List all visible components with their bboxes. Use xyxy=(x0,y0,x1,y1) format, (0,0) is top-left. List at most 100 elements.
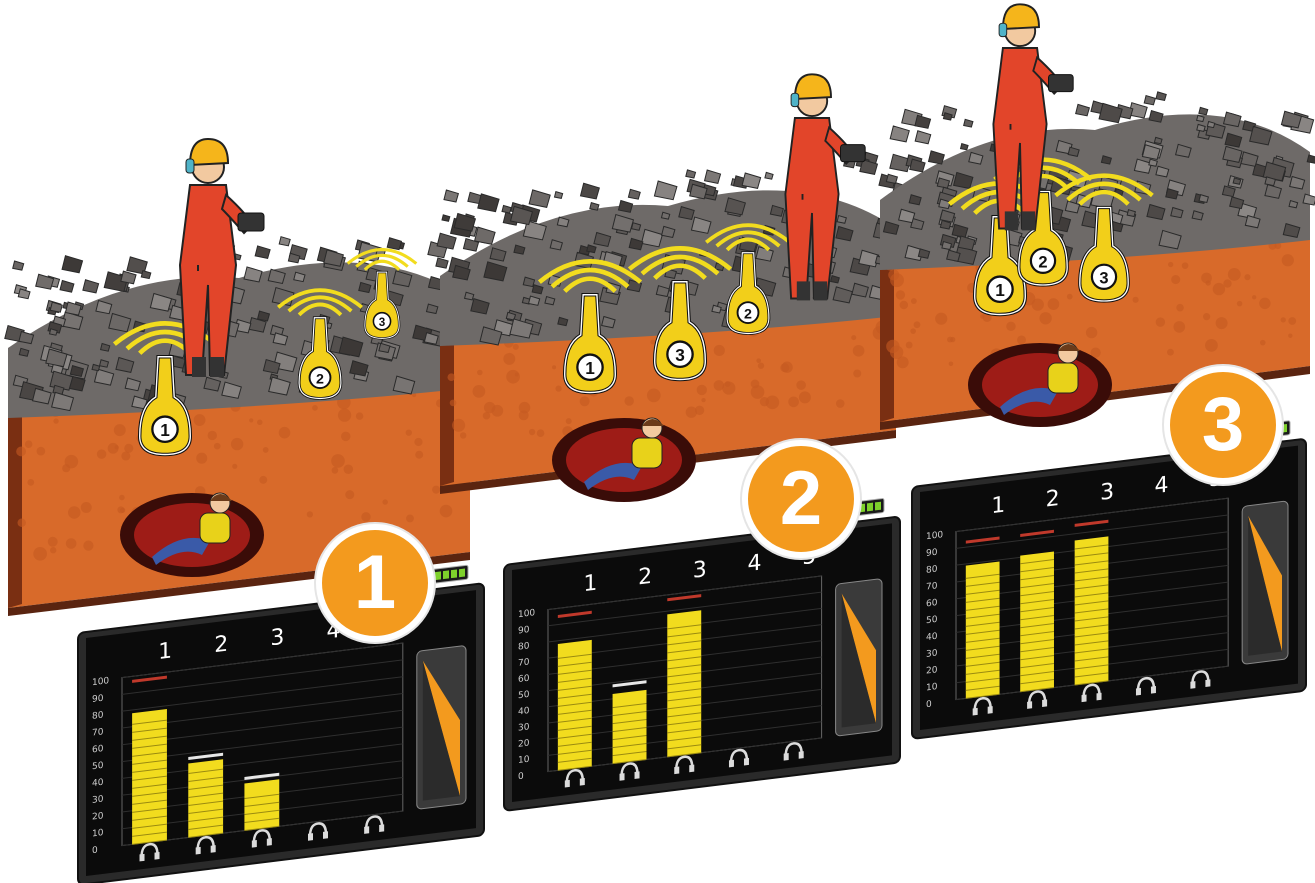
headphones-icon xyxy=(1097,693,1102,701)
scale-label: 90 xyxy=(926,548,938,559)
rescuer-boot xyxy=(814,281,827,300)
soil-grain xyxy=(935,313,947,325)
rescuer-boot xyxy=(1022,211,1035,230)
soil-grain xyxy=(537,429,545,437)
soil-grain xyxy=(432,486,440,494)
soil-grain xyxy=(1216,317,1228,329)
soil-grain xyxy=(686,407,697,418)
scale-label: 20 xyxy=(518,738,530,749)
soil-grain xyxy=(231,438,243,450)
soil-grain xyxy=(345,490,354,499)
scale-label: 30 xyxy=(92,794,104,805)
soil-grain xyxy=(1288,334,1292,338)
soil-grain xyxy=(836,399,845,408)
soil-grain xyxy=(1133,297,1139,303)
soil-grain xyxy=(697,385,707,395)
soil-grain xyxy=(124,444,133,453)
scale-label: 30 xyxy=(518,722,530,733)
soil-grain xyxy=(447,373,455,381)
soil-grain xyxy=(1205,339,1218,352)
soil-grain xyxy=(406,429,412,435)
rubble-stone xyxy=(1224,112,1241,127)
sensor-label: 2 xyxy=(1038,253,1047,271)
rubble-stone xyxy=(387,238,401,250)
sensor-label: 2 xyxy=(744,306,752,322)
scale-label: 30 xyxy=(926,648,938,659)
soil-grain xyxy=(900,301,909,310)
soil-grain xyxy=(450,400,457,407)
headphones-icon xyxy=(973,708,978,716)
scale-label: 100 xyxy=(92,676,109,688)
soil-grain xyxy=(1203,313,1210,320)
step-badge-1: 1 xyxy=(316,524,434,642)
battery-cell xyxy=(875,502,881,511)
soil-grain xyxy=(33,547,47,561)
soil-grain xyxy=(331,454,345,468)
soil-grain xyxy=(949,362,954,367)
step-badge-2: 2 xyxy=(742,440,860,558)
soil-grain xyxy=(851,335,856,340)
channel-label: 1 xyxy=(158,639,172,666)
soil-grain xyxy=(37,447,46,456)
soil-grain xyxy=(97,449,107,459)
rubble-stone xyxy=(890,126,909,142)
headphones-icon xyxy=(674,766,679,774)
void-glow xyxy=(982,353,1098,417)
soil-grain xyxy=(1228,268,1241,281)
battery-cell xyxy=(435,571,441,580)
headphones-icon xyxy=(580,778,585,786)
rubble-stone xyxy=(654,181,677,200)
soil-grain xyxy=(1281,317,1286,322)
scale-label: 60 xyxy=(92,744,104,755)
soil-grain xyxy=(17,519,26,528)
rubble-stone xyxy=(581,183,600,199)
rescuer-boot xyxy=(1005,211,1018,230)
channel-label: 2 xyxy=(638,564,652,591)
soil-grain xyxy=(701,398,705,402)
scale-label: 20 xyxy=(926,665,938,676)
soil-grain xyxy=(62,464,70,472)
soil-grain xyxy=(799,391,811,403)
victim-shirt xyxy=(632,438,662,468)
soil-grain xyxy=(513,344,519,350)
headphones-icon xyxy=(308,833,313,841)
rubble-stone xyxy=(18,289,30,299)
sensor-label: 1 xyxy=(160,420,170,440)
rubble-stone xyxy=(1156,92,1166,101)
rubble-stone xyxy=(1144,96,1155,105)
scale-label: 70 xyxy=(926,581,938,592)
soil-grain xyxy=(650,340,655,345)
soil-grain xyxy=(1017,335,1026,344)
soil-grain xyxy=(249,418,253,422)
signal-bar xyxy=(1020,551,1054,691)
scale-label: 80 xyxy=(926,564,938,575)
scale-label: 90 xyxy=(518,625,530,636)
ear-protector-icon xyxy=(791,93,799,106)
headphones-icon xyxy=(1136,688,1141,696)
headphones-icon xyxy=(196,847,201,855)
rubble-stone xyxy=(1199,107,1208,114)
soil-grain xyxy=(503,353,515,365)
headphones-icon xyxy=(1042,699,1047,707)
soil-grain xyxy=(279,427,291,439)
sensor-label: 3 xyxy=(675,345,685,365)
soil-grain xyxy=(1182,262,1189,269)
soil-grain xyxy=(552,365,556,369)
rubble-stone xyxy=(765,172,773,179)
scale-label: 0 xyxy=(926,700,932,711)
soil-grain xyxy=(506,370,520,384)
soil-grain xyxy=(756,358,761,363)
rubble-stone xyxy=(62,256,82,273)
soil-grain xyxy=(555,386,561,392)
headphones-icon xyxy=(379,824,384,832)
soil-grain xyxy=(647,389,661,403)
soil-grain xyxy=(27,479,34,486)
rubble-stone xyxy=(83,280,99,293)
handheld-unit xyxy=(841,145,866,162)
soil-grain xyxy=(341,432,351,442)
soil-grain xyxy=(214,443,221,450)
soil-grain xyxy=(1006,322,1015,331)
ear-protector-icon xyxy=(999,23,1007,36)
rubble-stone xyxy=(141,271,151,279)
